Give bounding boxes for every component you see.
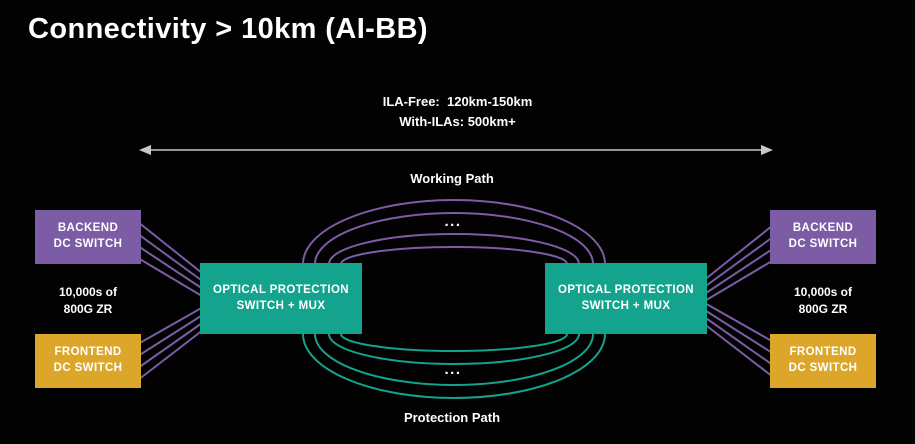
node-label-line: FRONTEND xyxy=(54,346,122,359)
optical-protection-switch-left: OPTICAL PROTECTION SWITCH + MUX xyxy=(200,263,362,334)
backend-right-links xyxy=(702,221,778,303)
node-label-line: SWITCH + MUX xyxy=(581,299,671,312)
node-label-line: OPTICAL PROTECTION xyxy=(212,283,350,296)
distance-annotation: ILA-Free: 120km-150km With-ILAs: 500km+ xyxy=(0,92,915,131)
node-label-line: DC SWITCH xyxy=(53,362,123,374)
protection-path-ellipsis: ... xyxy=(444,361,462,378)
frontend-right-links xyxy=(702,301,778,381)
capacity-line: 10,000s of xyxy=(793,285,853,299)
frontend-dc-switch-left: FRONTEND DC SWITCH xyxy=(35,334,141,388)
page-title: Connectivity > 10km (AI-BB) xyxy=(28,13,428,45)
protection-path-label: Protection Path xyxy=(403,410,501,425)
frontend-left-links xyxy=(137,301,213,381)
capacity-line: 800G ZR xyxy=(63,301,113,316)
working-path-arcs xyxy=(302,199,606,265)
optical-protection-switch-right: OPTICAL PROTECTION SWITCH + MUX xyxy=(545,263,707,334)
node-label-line: FRONTEND xyxy=(789,346,857,359)
backend-left-links xyxy=(137,221,213,303)
node-label-line: BACKEND xyxy=(57,222,119,235)
backend-dc-switch-left: BACKEND DC SWITCH xyxy=(35,210,141,264)
span-arrow xyxy=(139,145,773,155)
node-label-line: OPTICAL PROTECTION xyxy=(557,283,695,296)
working-path-label: Working Path xyxy=(410,171,494,186)
node-label-line: DC SWITCH xyxy=(788,362,858,374)
backend-dc-switch-right: BACKEND DC SWITCH xyxy=(770,210,876,264)
capacity-note-left: 10,000s of 800G ZR xyxy=(30,284,146,318)
arrowhead-left-icon xyxy=(139,145,151,155)
with-ilas-range: With-ILAs: 500km+ xyxy=(399,113,516,129)
ila-free-range: ILA-Free: 120km-150km xyxy=(382,94,533,109)
arrowhead-right-icon xyxy=(761,145,773,155)
node-label-line: DC SWITCH xyxy=(788,238,858,250)
capacity-line: 10,000s of xyxy=(58,285,118,299)
node-label-line: SWITCH + MUX xyxy=(236,299,326,312)
protection-path-arcs xyxy=(302,333,606,399)
capacity-line: 800G ZR xyxy=(798,301,848,316)
frontend-dc-switch-right: FRONTEND DC SWITCH xyxy=(770,334,876,388)
node-label-line: BACKEND xyxy=(792,222,854,235)
node-label-line: DC SWITCH xyxy=(53,238,123,250)
working-path-ellipsis: ... xyxy=(444,213,462,230)
capacity-note-right: 10,000s of 800G ZR xyxy=(765,284,881,318)
